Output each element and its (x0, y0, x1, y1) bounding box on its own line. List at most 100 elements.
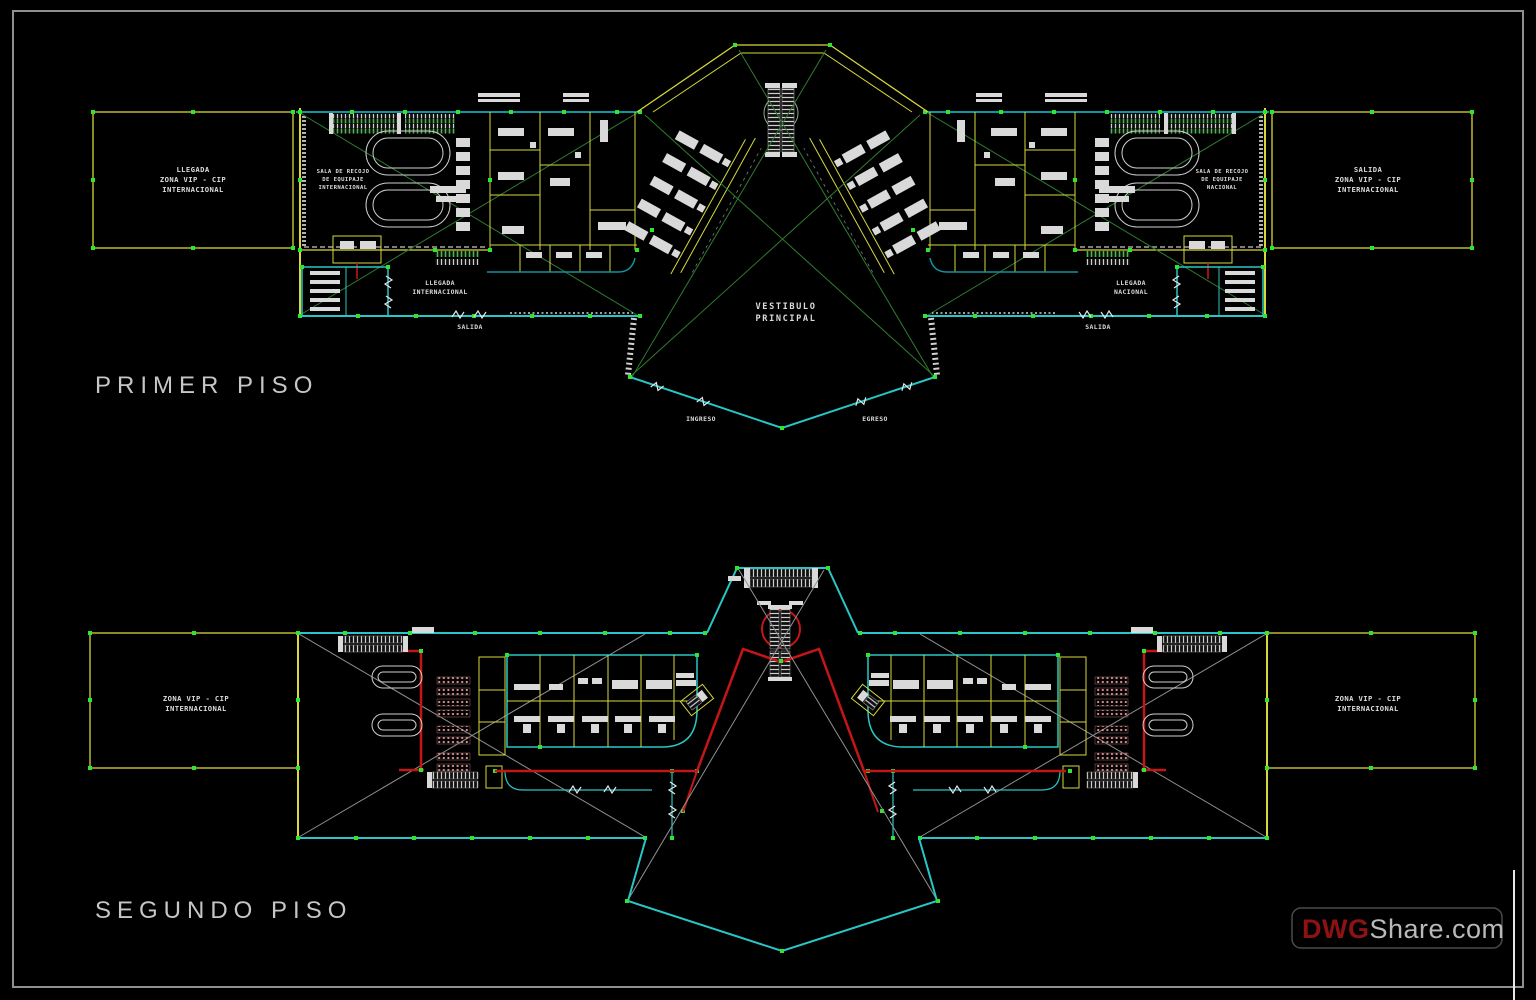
svg-text:ZONA VIP - CIP: ZONA VIP - CIP (160, 175, 226, 184)
rooms-block (489, 112, 636, 250)
break-symbol (650, 381, 665, 392)
junction-marker (298, 178, 302, 182)
break-symbol (451, 309, 465, 320)
junction-marker (628, 375, 632, 379)
junction-marker (191, 110, 195, 114)
junction-marker (88, 631, 92, 635)
junction-marker (638, 314, 642, 318)
sheet-border (12, 10, 1524, 988)
break-symbol (473, 309, 487, 320)
svg-text:INTERNACIONAL: INTERNACIONAL (319, 185, 368, 191)
label-sala-recojo-internacional: SALA DE RECOJO (317, 169, 370, 175)
junction-marker (562, 110, 566, 114)
junction-marker (408, 631, 412, 635)
kiosk-icon (679, 683, 715, 717)
junction-marker (828, 43, 832, 47)
mezzanine-edge (495, 647, 1066, 773)
label-llegada-internacional: LLEGADA (425, 279, 455, 287)
junction-marker (296, 631, 300, 635)
junction-marker (615, 110, 619, 114)
junction-marker (354, 836, 358, 840)
junction-marker (91, 246, 95, 250)
svg-text:ZONA VIP - CIP: ZONA VIP - CIP (1335, 175, 1401, 184)
label-ingreso: INGRESO (686, 415, 716, 423)
break-symbol (696, 396, 711, 407)
junction-marker (191, 246, 195, 250)
junction-marker (192, 766, 196, 770)
waiting-seat-rows (436, 676, 471, 772)
junction-marker (586, 836, 590, 840)
junction-marker (695, 653, 699, 657)
junction-marker (298, 248, 302, 252)
break-symbol (667, 781, 678, 795)
junction-marker (703, 631, 707, 635)
second-floor-plan: ZONA VIP - CIP INTERNACIONAL ZONA VIP - … (88, 566, 1479, 953)
checkin-desks (624, 130, 762, 275)
break-symbol (568, 784, 582, 795)
junction-marker (414, 314, 418, 318)
break-symbol (603, 784, 617, 795)
junction-marker (412, 836, 416, 840)
watermark-text: DWGShare.com (1302, 914, 1505, 944)
svg-text:INTERNACIONAL: INTERNACIONAL (1337, 704, 1399, 713)
escalator-icon (435, 251, 479, 265)
junction-marker (780, 949, 784, 953)
escalator-icon (427, 765, 503, 789)
escalator-icon (338, 627, 434, 653)
first-floor-title: PRIMER PISO (95, 372, 318, 399)
junction-marker (638, 110, 642, 114)
break-symbol (901, 382, 913, 391)
junction-marker (386, 265, 390, 269)
svg-text:NACIONAL: NACIONAL (1114, 288, 1148, 296)
break-symbol (667, 805, 678, 819)
office-grid (506, 654, 698, 748)
junction-marker (933, 375, 937, 379)
junction-marker (192, 631, 196, 635)
label-zona-vip-right: ZONA VIP - CIP (1335, 694, 1401, 703)
junction-marker (780, 426, 784, 430)
label-salida-left: SALIDA (457, 323, 483, 331)
junction-marker (603, 631, 607, 635)
junction-marker (419, 768, 423, 772)
junction-marker (403, 110, 407, 114)
junction-marker (538, 631, 542, 635)
junction-marker (470, 836, 474, 840)
svg-text:INTERNACIONAL: INTERNACIONAL (412, 288, 467, 296)
junction-marker (670, 836, 674, 840)
junction-marker (296, 698, 300, 702)
first-floor-left-wing (91, 93, 762, 376)
junction-marker (433, 248, 437, 252)
junction-marker (509, 110, 513, 114)
second-floor-labels: ZONA VIP - CIP INTERNACIONAL ZONA VIP - … (95, 694, 1401, 924)
second-floor-left-wing (88, 627, 715, 840)
service-rooms-row (487, 244, 637, 273)
junction-marker (296, 836, 300, 840)
junction-marker (296, 766, 300, 770)
svg-text:NACIONAL: NACIONAL (1207, 185, 1237, 191)
baggage-carousel-icon (365, 130, 451, 228)
label-salida-vip: SALIDA (1354, 165, 1383, 174)
seating-blocks (430, 138, 470, 231)
junction-marker (733, 43, 737, 47)
watermark-border (1291, 907, 1503, 949)
junction-marker (538, 745, 542, 749)
junction-marker (343, 631, 347, 635)
junction-marker (635, 248, 639, 252)
junction-marker (300, 265, 304, 269)
junction-marker (298, 314, 302, 318)
watermark: DWGShare.com (1291, 907, 1505, 949)
break-symbol (383, 295, 394, 309)
escalator-icon (763, 83, 799, 157)
junction-marker (735, 566, 739, 570)
second-floor-center (495, 566, 1066, 953)
label-egreso: EGRESO (862, 415, 888, 423)
first-floor-center (628, 43, 937, 430)
svg-text:DE EQUIPAJE: DE EQUIPAJE (1201, 177, 1242, 183)
junction-marker (473, 631, 477, 635)
junction-marker (488, 248, 492, 252)
junction-marker (528, 836, 532, 840)
escalator-icon (728, 568, 818, 588)
junction-marker (88, 698, 92, 702)
junction-marker (530, 314, 534, 318)
